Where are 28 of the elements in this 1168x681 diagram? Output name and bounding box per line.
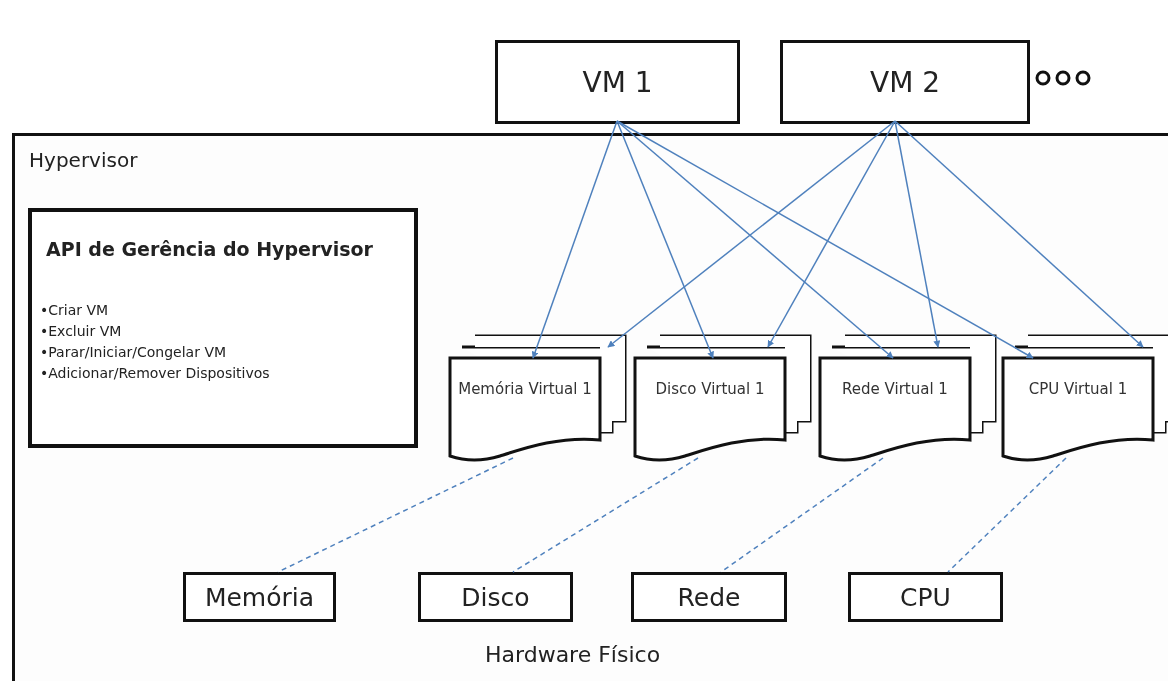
hardware-layer	[12, 500, 1168, 681]
dashed-connector	[512, 457, 699, 573]
hardware-box: Rede	[631, 572, 787, 622]
vm-box: VM 2	[780, 40, 1030, 124]
arrow	[767, 120, 896, 348]
layer-title: Hardware Físico	[485, 642, 661, 667]
list-item: •Adicionar/Remover Dispositivos	[40, 364, 271, 383]
hardware-box: CPU	[848, 572, 1003, 622]
document-label: Memória Virtual 1	[457, 379, 593, 400]
layer-title: Hypervisor	[29, 148, 138, 172]
dashed-connector	[947, 457, 1067, 573]
list-item: •Criar VM	[40, 301, 110, 320]
hardware-box: Memória	[183, 572, 336, 622]
arrow	[894, 120, 941, 348]
panel-title: API de Gerência do Hypervisor	[46, 238, 374, 260]
arrow	[616, 120, 1034, 359]
hypervisor-layer	[12, 133, 1168, 503]
arrow	[894, 120, 1144, 348]
document-label: Rede Virtual 1	[841, 379, 949, 400]
document-label: Disco Virtual 1	[654, 379, 766, 400]
list-item: •Excluir VM	[40, 322, 123, 341]
vm-box: VM 1	[495, 40, 740, 124]
arrow	[616, 120, 714, 359]
arrow	[531, 120, 618, 359]
api-panel	[28, 208, 418, 448]
hardware-box: Disco	[418, 572, 573, 622]
list-item: •Parar/Iniciar/Congelar VM	[40, 343, 228, 362]
document-label: CPU Virtual 1	[1027, 379, 1129, 400]
